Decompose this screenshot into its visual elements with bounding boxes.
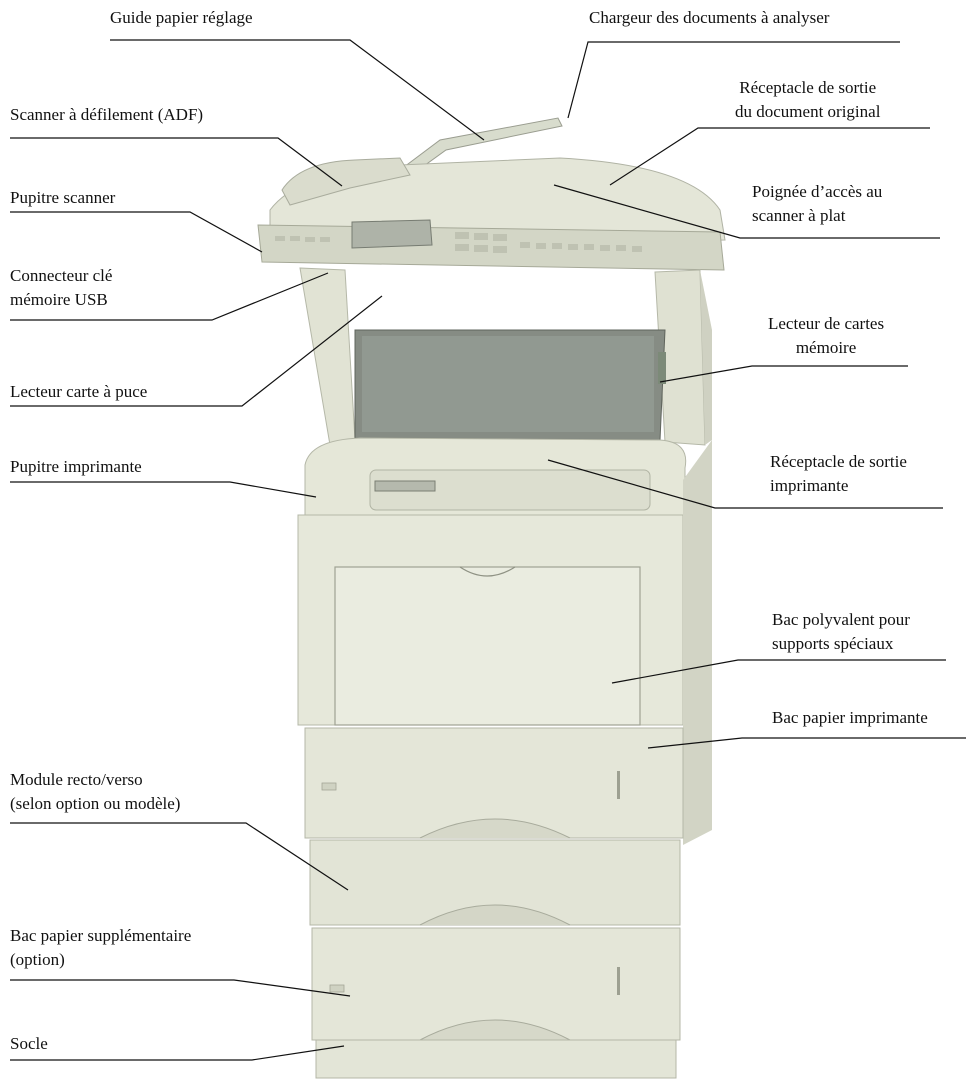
label-bac-polyvalent-line1: Bac polyvalent pour [772,610,910,629]
leader-pupitre-imprimante [10,481,317,498]
card-reader-slot [658,352,666,384]
label-poignee: Poignée d’accès au scanner à plat [752,180,882,228]
label-connecteur-line1: Connecteur clé [10,266,113,285]
label-module-recto: Module recto/verso (selon option ou modè… [10,768,180,816]
label-bac-papier: Bac papier imprimante [772,706,928,730]
scanner-control-panel [257,224,725,271]
leader-chargeur [567,41,900,119]
leader-receptacle-imprimante [547,459,943,509]
label-connecteur: Connecteur clé mémoire USB [10,264,112,312]
label-chargeur: Chargeur des documents à analyser [589,6,829,30]
label-guide-papier: Guide papier réglage [110,6,253,30]
label-bac-polyvalent: Bac polyvalent pour supports spéciaux [772,608,910,656]
label-receptacle-original-line2: du document original [735,102,881,121]
printer-control-panel [369,469,651,511]
label-guide-papier-text: Guide papier réglage [110,8,253,27]
label-receptacle-imprimante-line2: imprimante [770,476,849,495]
label-pupitre-scanner: Pupitre scanner [10,186,115,210]
scanner-lcd [351,219,433,249]
label-connecteur-line2: mémoire USB [10,290,108,309]
leader-bac-polyvalent [611,659,946,684]
label-lecteur-puce-text: Lecteur carte à puce [10,382,148,401]
label-receptacle-imprimante: Réceptacle de sortie imprimante [770,450,907,498]
label-bac-supp-line1: Bac papier supplémentaire [10,926,192,945]
label-poignee-line2: scanner à plat [752,206,846,225]
multipurpose-tray [334,566,641,726]
label-socle: Socle [10,1032,48,1056]
printer-side [683,440,712,845]
printer-drawing [257,117,726,1079]
label-receptacle-original: Réceptacle de sortie du document origina… [735,76,880,124]
label-poignee-line1: Poignée d’accès au [752,182,883,201]
base-socle [315,1039,677,1079]
label-bac-supp-line2: (option) [10,950,65,969]
printer-lcd [374,480,436,492]
leader-lines [10,39,966,1061]
leader-guide-papier [110,39,485,141]
leader-socle [10,1045,345,1061]
adf-unit [281,157,411,206]
label-module-recto-line1: Module recto/verso [10,770,143,789]
label-bac-polyvalent-line2: supports spéciaux [772,634,894,653]
scanner-support-left [299,267,356,446]
label-receptacle-imprimante-line1: Réceptacle de sortie [770,452,907,471]
leader-bac-supp [10,979,351,997]
label-socle-text: Socle [10,1034,48,1053]
scanner-keypad [275,232,642,253]
leader-lecteur-cartes [659,365,908,383]
leader-module-recto [10,822,349,891]
leader-connecteur [10,272,329,321]
scanner-support-back [700,270,712,445]
label-bac-papier-text: Bac papier imprimante [772,708,928,727]
label-lecteur-cartes-line2: mémoire [795,338,857,357]
label-scanner-adf-text: Scanner à défilement (ADF) [10,105,204,124]
label-receptacle-original-line1: Réceptacle de sortie [739,78,877,97]
leader-scanner-adf [10,137,343,187]
label-lecteur-cartes: Lecteur de cartes mémoire [768,312,884,360]
label-lecteur-cartes-line1: Lecteur de cartes [768,314,885,333]
leader-lecteur-puce [10,295,383,407]
label-module-recto-line2: (selon option ou modèle) [10,794,181,813]
leader-pupitre-scanner [10,211,263,253]
label-scanner-adf: Scanner à défilement (ADF) [10,103,203,127]
label-pupitre-scanner-text: Pupitre scanner [10,188,116,207]
leader-bac-papier [647,737,966,749]
label-pupitre-imprimante-text: Pupitre imprimante [10,457,142,476]
label-chargeur-text: Chargeur des documents à analyser [589,8,830,27]
label-bac-supp: Bac papier supplémentaire (option) [10,924,191,972]
label-pupitre-imprimante: Pupitre imprimante [10,455,142,479]
leader-poignee [553,184,940,239]
label-lecteur-puce: Lecteur carte à puce [10,380,147,404]
leader-receptacle-original [609,127,930,186]
